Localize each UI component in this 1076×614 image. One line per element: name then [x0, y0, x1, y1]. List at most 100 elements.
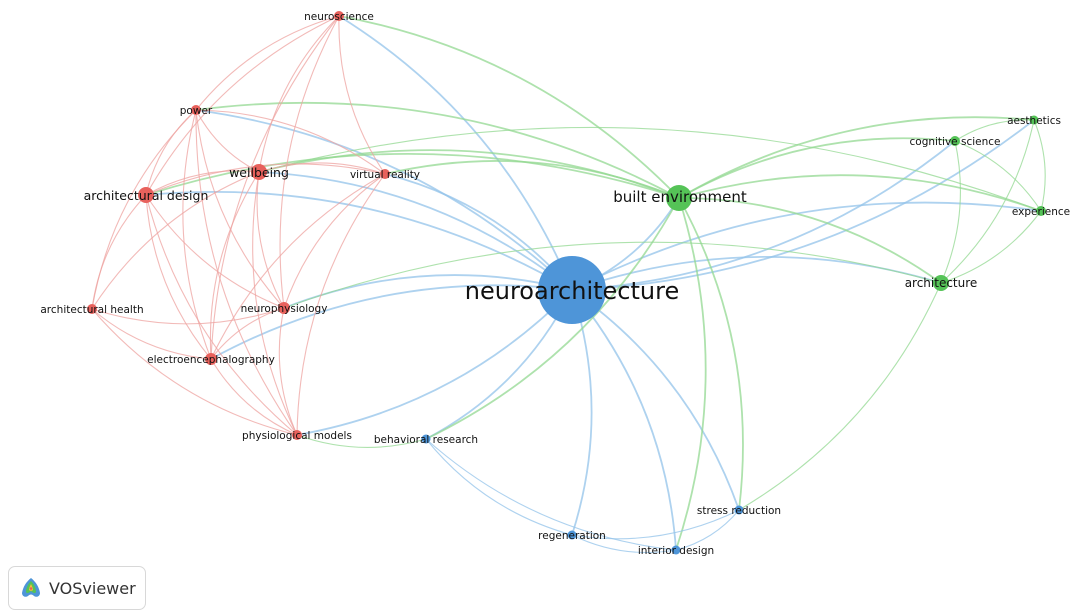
node-stress-reduction[interactable] — [734, 505, 744, 515]
edge-architectural_design-electroencephalography — [145, 194, 212, 360]
edge-power-wellbeing — [195, 109, 260, 173]
node-label-interior-design[interactable]: interior design — [638, 545, 714, 557]
node-label-electroencephalography[interactable]: electroencephalography — [147, 354, 275, 366]
node-architectural-design[interactable] — [138, 187, 154, 203]
edge-neuroscience-architectural_design — [145, 15, 340, 196]
edge-built_environment-stress_reduction — [678, 197, 744, 511]
edge-built_environment-interior_design — [675, 197, 707, 551]
edge-built_environment-behavioral_research — [425, 197, 680, 440]
vosviewer-badge[interactable]: VOSviewer — [8, 566, 146, 610]
edge-neuroarchitecture-power — [195, 109, 573, 291]
edge-neuroarchitecture-architectural_design — [145, 191, 573, 291]
edge-architecture-cognitive_science — [940, 140, 961, 284]
edge-neuroarchitecture-wellbeing — [258, 171, 573, 291]
node-neurophysiology[interactable] — [278, 302, 290, 314]
node-label-physiological-models[interactable]: physiological models — [242, 430, 352, 442]
edge-neuroarchitecture-neuroscience — [338, 15, 573, 291]
node-built-environment[interactable] — [666, 185, 692, 211]
node-wellbeing[interactable] — [251, 164, 267, 180]
node-label-architectural-health[interactable]: architectural health — [40, 304, 143, 316]
edge-interior_design-stress_reduction — [675, 509, 740, 551]
edge-neuroarchitecture-stress_reduction — [571, 289, 740, 511]
edge-wellbeing-neurophysiology — [256, 171, 285, 309]
edge-built_environment-architecture — [678, 197, 942, 284]
edge-neuroscience-virtual_reality — [338, 15, 386, 175]
node-interior-design[interactable] — [671, 545, 681, 555]
edge-power-neurophysiology — [195, 109, 285, 309]
edge-cognitive_science-aesthetics — [954, 119, 1035, 142]
edge-aesthetics-experience — [1033, 119, 1046, 212]
node-label-neuroarchitecture[interactable]: neuroarchitecture — [465, 277, 679, 305]
edge-neurophysiology-physiological_models — [278, 307, 298, 436]
node-label-stress-reduction[interactable]: stress reduction — [697, 505, 781, 517]
edge-architectural_health-physiological_models — [91, 308, 298, 436]
edge-neuroarchitecture-aesthetics — [571, 119, 1035, 291]
edge-power-virtual_reality — [195, 109, 386, 175]
edge-neuroscience-power — [195, 15, 340, 111]
edge-wellbeing-architectural_design — [145, 170, 260, 196]
edge-power-electroencephalography — [182, 109, 212, 360]
edge-virtual_reality-architectural_design — [145, 163, 386, 196]
node-label-regeneration[interactable]: regeneration — [538, 530, 606, 542]
node-label-virtual-reality[interactable]: virtual reality — [350, 169, 420, 181]
edge-architectural_health-electroencephalography — [91, 308, 212, 360]
edge-built_environment-neuroscience — [338, 15, 680, 199]
edge-wellbeing-virtual_reality — [258, 162, 386, 175]
node-label-behavioral-research[interactable]: behavioral research — [374, 434, 478, 446]
edge-neuroarchitecture-experience — [571, 201, 1042, 291]
node-label-architecture[interactable]: architecture — [905, 276, 978, 290]
node-regeneration[interactable] — [567, 530, 577, 540]
node-virtual-reality[interactable] — [380, 169, 390, 179]
edge-virtual_reality-physiological_models — [296, 173, 386, 436]
edge-built_environment-experience — [678, 174, 1042, 212]
edge-virtual_reality-electroencephalography — [210, 173, 386, 360]
node-electroencephalography[interactable] — [205, 353, 217, 365]
node-label-wellbeing[interactable]: wellbeing — [229, 165, 289, 180]
edge-experience-wellbeing — [258, 126, 1042, 212]
edge-behavioral_research-regeneration — [425, 438, 573, 536]
node-behavioral-research[interactable] — [421, 434, 431, 444]
edge-architecture-experience — [940, 210, 1042, 284]
edge-neuroarchitecture-electroencephalography — [210, 284, 573, 360]
node-label-experience[interactable]: experience — [1012, 206, 1070, 218]
edge-behavioral_research-interior_design — [425, 438, 677, 551]
edge-cognitive_science-experience — [954, 140, 1042, 212]
edge-neuroarchitecture-interior_design — [571, 289, 677, 551]
node-physiological-models[interactable] — [292, 430, 302, 440]
edge-built_environment-power — [195, 101, 680, 199]
node-label-cognitive-science[interactable]: cognitive science — [910, 136, 1001, 148]
edge-neuroarchitecture-regeneration — [571, 289, 593, 536]
edge-neuroscience-wellbeing — [258, 15, 340, 173]
node-label-built-environment[interactable]: built environment — [613, 188, 747, 206]
edge-neuroarchitecture-cognitive_science — [571, 140, 956, 291]
edge-electroencephalography-physiological_models — [210, 358, 298, 436]
edge-neurophysiology-electroencephalography — [210, 307, 285, 360]
edge-wellbeing-architectural_health — [91, 171, 260, 310]
edge-power-physiological_models — [195, 109, 298, 436]
edge-neuroarchitecture-physiological_models — [296, 289, 573, 436]
edge-physiological_models-behavioral_research — [296, 434, 427, 448]
edge-power-architectural_health — [91, 109, 197, 310]
label-layer: neuroarchitecture built environment archit… — [40, 11, 1070, 557]
node-aesthetics[interactable] — [1029, 115, 1039, 125]
node-label-aesthetics[interactable]: aesthetics — [1007, 115, 1061, 127]
node-label-power[interactable]: power — [180, 105, 213, 117]
edge-wellbeing-electroencephalography — [209, 171, 260, 360]
node-power[interactable] — [191, 105, 201, 115]
node-neuroarchitecture[interactable] — [538, 256, 606, 324]
node-architectural-health[interactable] — [87, 304, 97, 314]
edge-architectural_design-architectural_health — [91, 194, 147, 310]
node-label-neurophysiology[interactable]: neurophysiology — [241, 303, 328, 315]
edge-architecture-stress_reduction — [738, 282, 942, 511]
node-cognitive-science[interactable] — [950, 136, 960, 146]
edge-built_environment-aesthetics — [678, 116, 1035, 199]
node-architecture[interactable] — [933, 275, 949, 291]
node-label-neuroscience[interactable]: neuroscience — [304, 11, 374, 23]
edge-regeneration-stress_reduction — [571, 509, 740, 540]
node-experience[interactable] — [1036, 206, 1046, 216]
node-label-architectural-design[interactable]: architectural design — [84, 188, 209, 203]
edge-architectural_design-physiological_models — [145, 194, 298, 436]
node-neuroscience[interactable] — [334, 11, 344, 21]
edge-regeneration-interior_design — [571, 534, 677, 554]
